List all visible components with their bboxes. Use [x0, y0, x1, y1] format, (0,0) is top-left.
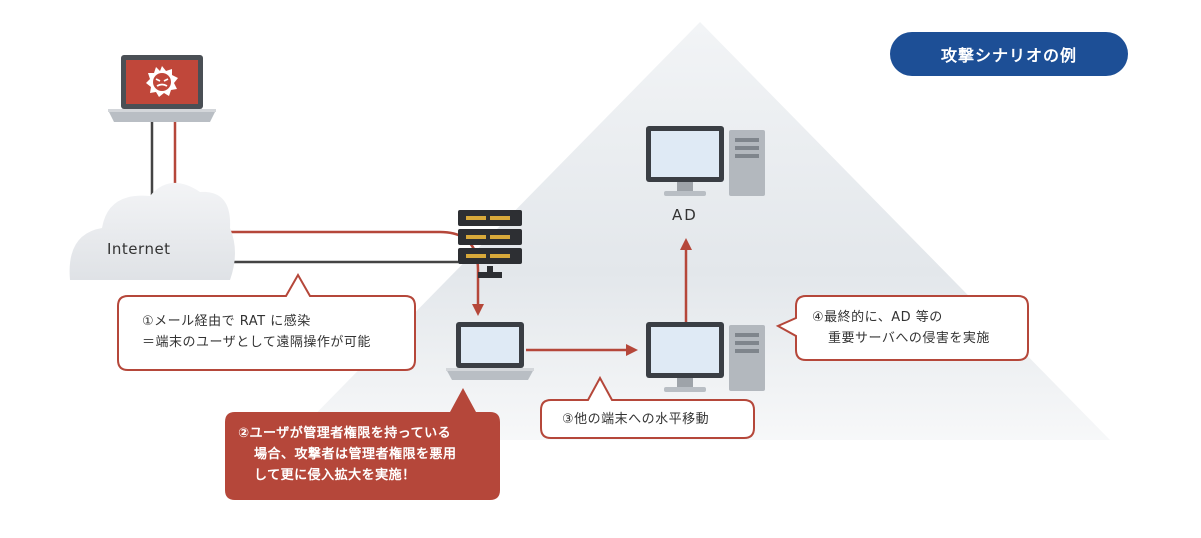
- callout-step4-line2: 重要サーバへの侵害を実施: [828, 331, 990, 346]
- callout-step2-line1: ②ユーザが管理者権限を持っている: [238, 426, 452, 441]
- callout-step4: ④最終的に、AD 等の 重要サーバへの侵害を実施: [812, 307, 990, 349]
- callout-step3-bubble: [540, 375, 755, 439]
- callout-step3: ③他の端末への水平移動: [562, 409, 709, 430]
- callout-step2-line2: 場合、攻撃者は管理者権限を悪用: [254, 447, 457, 462]
- callout-step1-bubble: [117, 272, 416, 371]
- ad-desktop-icon: [646, 126, 724, 196]
- callout-step1: ①メール経由で RAT に感染 ＝端末のユーザとして遠隔操作が可能: [142, 311, 371, 353]
- laptop-icon: [446, 322, 534, 380]
- cloud-icon: [69, 182, 235, 280]
- callout-step4-bubble: [775, 295, 1029, 361]
- callout-step4-line1: ④最終的に、AD 等の: [812, 310, 943, 325]
- desktop-icon: [646, 322, 724, 392]
- callout-step2-bubble: [225, 388, 500, 500]
- callout-step1-line1: ①メール経由で RAT に感染: [142, 314, 311, 329]
- server-rack-icon: [458, 210, 522, 278]
- ad-tower-icon: [729, 130, 765, 196]
- callout-step2: ②ユーザが管理者権限を持っている 場合、攻撃者は管理者権限を悪用 して更に侵入拡…: [238, 423, 457, 486]
- malware-icon: [146, 66, 178, 97]
- callout-step3-line1: ③他の端末への水平移動: [562, 412, 710, 427]
- callout-step1-line2: ＝端末のユーザとして遠隔操作が可能: [142, 335, 371, 350]
- infected-laptop: [108, 55, 216, 122]
- ad-label: AD: [672, 206, 698, 224]
- internet-label: Internet: [107, 240, 171, 258]
- tower-icon: [729, 325, 765, 391]
- callout-step2-line3: して更に侵入拡大を実施！: [254, 468, 416, 483]
- page-title: 攻撃シナリオの例: [890, 32, 1128, 76]
